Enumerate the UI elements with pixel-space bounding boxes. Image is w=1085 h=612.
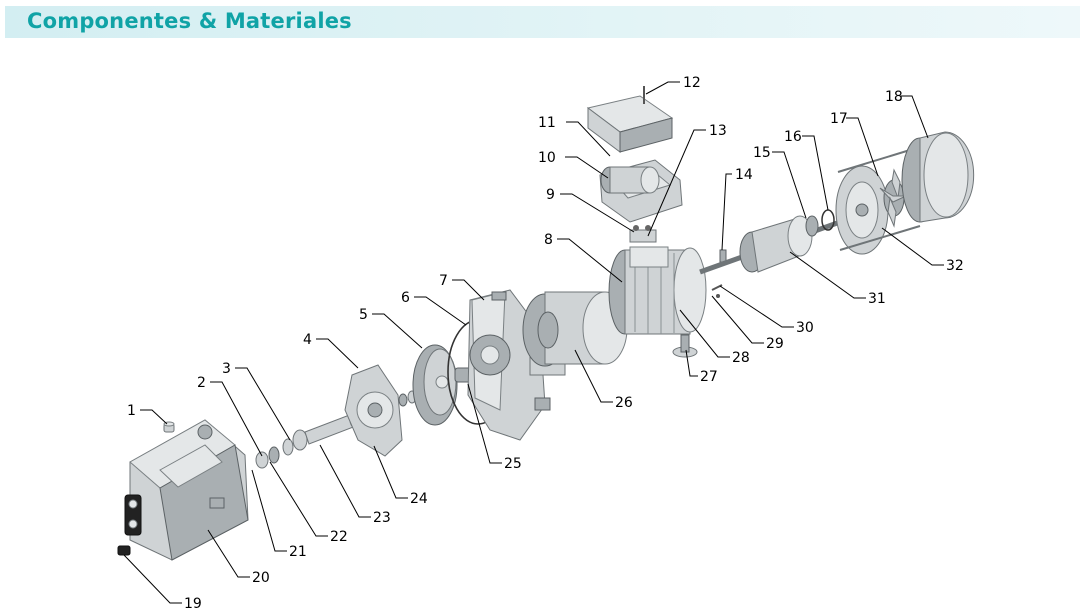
capacitor — [600, 166, 660, 194]
rear-end-shield — [835, 149, 921, 255]
mechanical-seal-front — [398, 390, 417, 407]
label-31: 31 — [868, 291, 886, 307]
label-3: 3 — [222, 361, 231, 377]
drain-plug — [117, 545, 131, 556]
label-28: 28 — [732, 350, 750, 366]
label-13: 13 — [709, 123, 727, 139]
title-bar: Componentes & Materiales — [5, 6, 1080, 38]
impeller — [412, 344, 458, 426]
cooling-fan — [879, 168, 907, 228]
fan-cover — [901, 131, 975, 223]
label-30: 30 — [796, 320, 814, 336]
label-32: 32 — [946, 258, 964, 274]
label-22: 22 — [330, 529, 348, 545]
motor-housing — [608, 246, 707, 335]
bearings — [805, 209, 835, 237]
terminal-screws — [711, 284, 723, 298]
label-1: 1 — [127, 403, 136, 419]
label-29: 29 — [766, 336, 784, 352]
label-11: 11 — [538, 115, 556, 131]
guide-vane-plate — [344, 364, 403, 457]
label-16: 16 — [784, 129, 802, 145]
label-25: 25 — [504, 456, 522, 472]
label-5: 5 — [359, 307, 368, 323]
rotor-shaft — [699, 215, 841, 275]
label-7: 7 — [439, 273, 448, 289]
label-9: 9 — [546, 187, 555, 203]
label-6: 6 — [401, 290, 410, 306]
label-21: 21 — [289, 544, 307, 560]
label-23: 23 — [373, 510, 391, 526]
page-title: Componentes & Materiales — [27, 9, 352, 33]
label-20: 20 — [252, 570, 270, 586]
label-17: 17 — [830, 111, 848, 127]
label-8: 8 — [544, 232, 553, 248]
label-10: 10 — [538, 150, 556, 166]
label-18: 18 — [885, 89, 903, 105]
base-foot — [672, 334, 698, 358]
pump-casing — [124, 419, 249, 561]
label-15: 15 — [753, 145, 771, 161]
label-14: 14 — [735, 167, 753, 183]
label-2: 2 — [197, 375, 206, 391]
priming-plug — [163, 421, 175, 433]
label-27: 27 — [700, 369, 718, 385]
leader-lines — [123, 81, 944, 604]
label-12: 12 — [683, 75, 701, 91]
diffuser-rings — [255, 429, 308, 469]
shaft-key — [719, 249, 727, 263]
label-26: 26 — [615, 395, 633, 411]
label-4: 4 — [303, 332, 312, 348]
label-19: 19 — [184, 596, 202, 612]
label-24: 24 — [410, 491, 428, 507]
terminal-box-cover — [586, 86, 674, 153]
part-labels: 1 2 3 4 5 6 7 8 9 10 11 12 13 14 15 16 1… — [127, 75, 964, 612]
